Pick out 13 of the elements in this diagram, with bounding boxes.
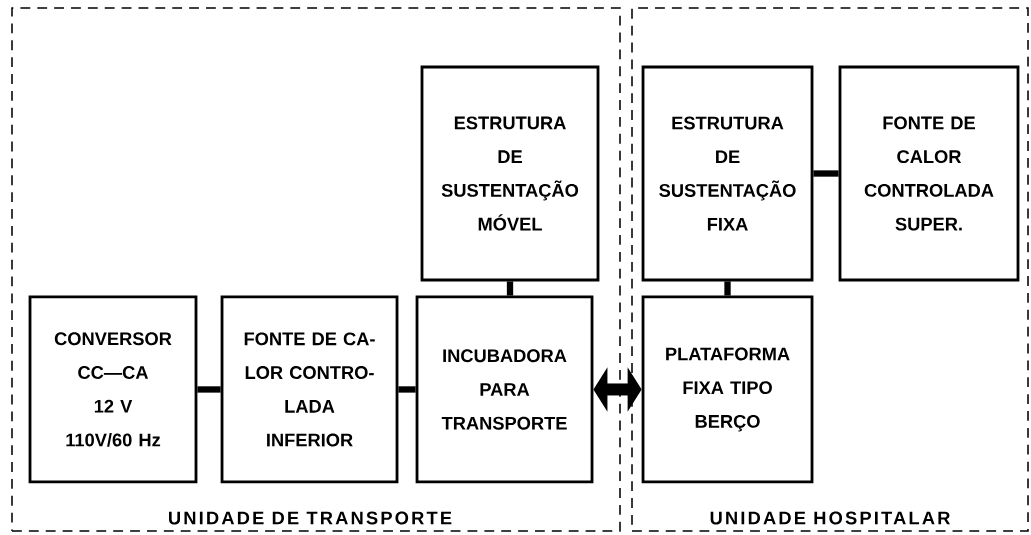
process-box: ESTRUTURA DE SUSTENTAÇÃO FIXA xyxy=(641,65,814,282)
connector-line xyxy=(813,170,839,177)
connector-line xyxy=(506,281,514,296)
process-box: FONTE DE CA- LOR CONTRO- LADA INFERIOR xyxy=(220,295,399,484)
connector-line xyxy=(398,386,416,393)
process-box: ESTRUTURA DE SUSTENTAÇÃO MÓVEL xyxy=(420,65,600,282)
connector-line xyxy=(724,281,731,296)
process-box: CONVERSOR CC—CA 12 V 110V/60 Hz xyxy=(28,295,198,484)
double-arrow xyxy=(593,367,642,412)
connector-line xyxy=(197,386,221,393)
process-box: FONTE DE CALOR CONTROLADA SUPER. xyxy=(838,65,1020,282)
process-box: PLATAFORMA FIXA TIPO BERÇO xyxy=(641,295,814,484)
process-box: INCUBADORA PARA TRANSPORTE xyxy=(415,295,594,484)
